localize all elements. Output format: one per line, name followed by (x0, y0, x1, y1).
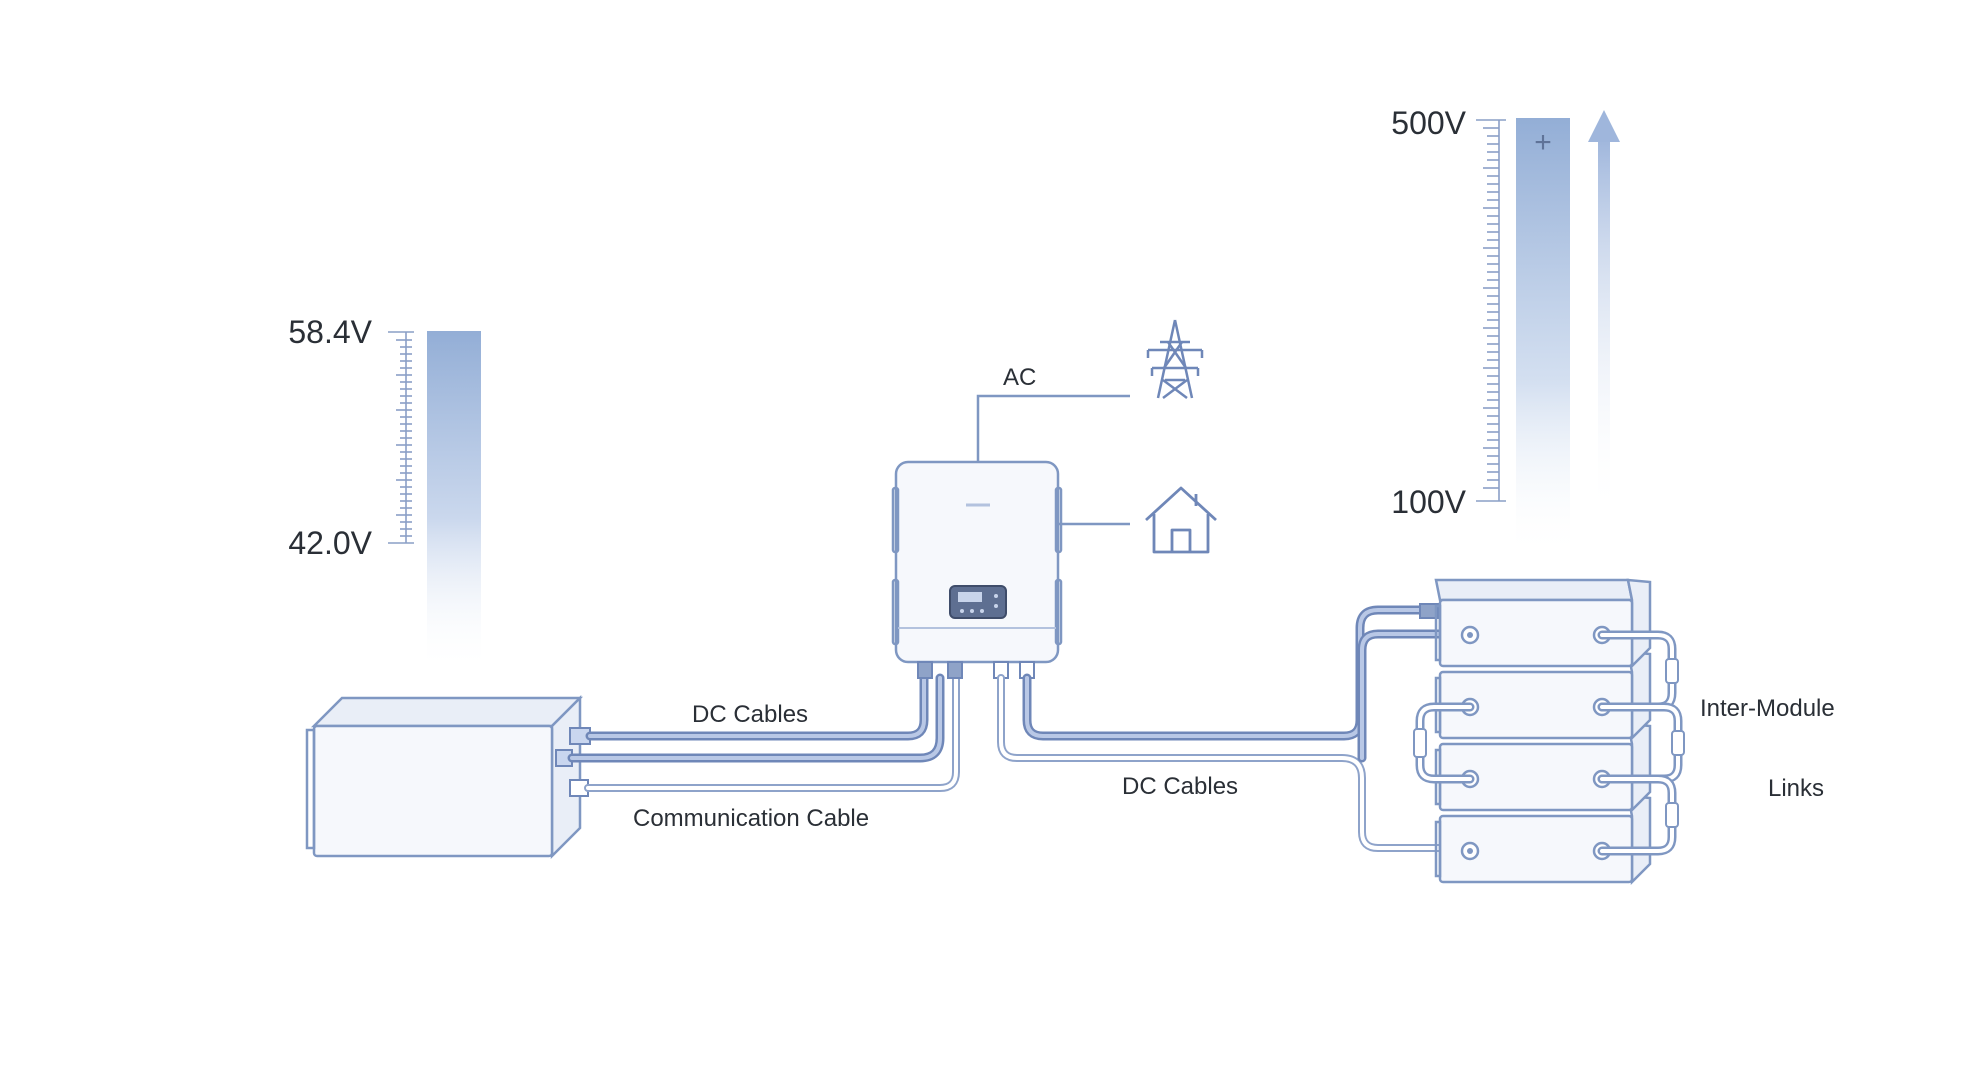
high-voltage-gradient-bar (1516, 118, 1570, 558)
communication-cable-label: Communication Cable (633, 805, 869, 832)
high-voltage-battery-rack (1413, 578, 1685, 886)
low-scale-bottom-label: 42.0V (288, 525, 372, 561)
low-voltage-battery-box (305, 694, 591, 860)
left-dc-cables-label: DC Cables (692, 701, 808, 728)
battery-module (1434, 578, 1652, 670)
power-transmission-tower-icon (1146, 319, 1204, 399)
plus-symbol: + (1534, 126, 1552, 159)
left-dc-cables (567, 673, 945, 763)
low-voltage-gradient-bar (427, 331, 481, 671)
right-dc-cables (997, 603, 1481, 852)
high-scale-bottom-label: 100V (1391, 484, 1466, 520)
high-scale-top-label: 500V (1391, 105, 1466, 141)
link-connector (1665, 802, 1679, 828)
low-scale-ticks (396, 339, 412, 537)
links-label: Links (1768, 775, 1824, 802)
link-connector (1413, 728, 1427, 758)
ac-label: AC (1003, 364, 1036, 391)
inter-module-label: Inter-Module (1700, 695, 1835, 722)
high-voltage-scale: 500V 100V + (1391, 105, 1620, 558)
communication-cable (584, 674, 960, 792)
right-dc-cables-label: DC Cables (1122, 773, 1238, 800)
low-voltage-scale: 58.4V 42.0V (288, 314, 481, 671)
ac-connection: AC (976, 364, 1130, 526)
low-scale-top-label: 58.4V (288, 314, 372, 350)
voltage-up-arrow (1588, 110, 1620, 518)
inter-module-links (1413, 630, 1685, 856)
battery-module (1434, 650, 1652, 742)
inverter (891, 460, 1063, 679)
link-connector (1665, 658, 1679, 684)
battery-side-tab (305, 728, 316, 850)
high-scale-ticks (1483, 127, 1499, 489)
link-connector (1671, 730, 1685, 756)
battery-module (1434, 794, 1652, 886)
house-icon (1145, 486, 1217, 554)
